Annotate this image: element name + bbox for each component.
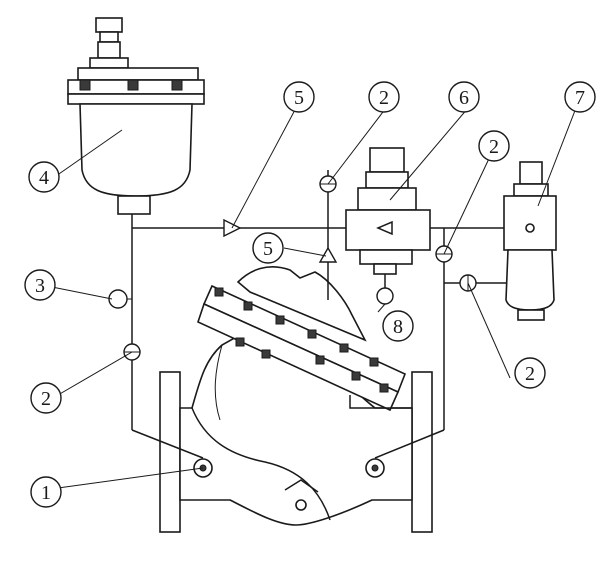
callout-label: 2	[489, 136, 499, 158]
air-release-valve	[67, 17, 205, 215]
bonnet-dome	[236, 266, 367, 342]
bonnet-flange-bottom	[197, 302, 400, 412]
callout-8: 8	[382, 310, 414, 342]
main-valve	[159, 266, 433, 533]
callout-label: 2	[525, 363, 535, 385]
pilot-valve	[345, 147, 431, 275]
solenoid-pilot	[503, 161, 557, 321]
callout-2-top: 2	[368, 81, 400, 113]
callout-1: 1	[30, 476, 62, 508]
air-valve-cap	[95, 17, 123, 33]
valve-neck	[214, 344, 223, 421]
callout-2-bottom-right: 2	[514, 357, 546, 389]
valve-body	[179, 331, 413, 526]
air-valve-bowl	[79, 103, 193, 197]
pilot-valve-body	[345, 209, 431, 251]
filter-icon	[376, 287, 394, 305]
left-flange	[159, 371, 181, 533]
solenoid-body	[503, 195, 557, 251]
callout-label: 1	[41, 482, 51, 504]
needle-valve-icon	[318, 246, 338, 263]
callout-6: 6	[448, 81, 480, 113]
bonnet-bracket	[349, 395, 412, 409]
right-flange	[411, 371, 433, 533]
callout-label: 7	[575, 87, 585, 109]
air-valve-outlet	[117, 195, 151, 215]
callout-label: 5	[263, 238, 273, 260]
callout-label: 5	[294, 87, 304, 109]
callout-2-mid-right: 2	[478, 130, 510, 162]
callout-label: 2	[41, 388, 51, 410]
valve-seat-curve	[191, 407, 331, 521]
callout-5-top: 5	[283, 81, 315, 113]
callout-7: 7	[564, 81, 596, 113]
callout-label: 6	[459, 87, 469, 109]
callout-4: 4	[28, 161, 60, 193]
callout-3: 3	[24, 269, 56, 301]
callout-label: 2	[379, 87, 389, 109]
callout-label: 4	[39, 167, 49, 189]
callout-2-left: 2	[30, 382, 62, 414]
leader-lines	[51, 107, 577, 489]
drain-plug	[295, 499, 307, 511]
bottom-lug	[284, 479, 319, 493]
callout-label: 8	[393, 316, 403, 338]
solenoid-lower	[505, 249, 555, 311]
callout-label: 3	[35, 275, 45, 297]
flange-bolts	[214, 287, 389, 393]
callout-5-mid: 5	[252, 232, 284, 264]
